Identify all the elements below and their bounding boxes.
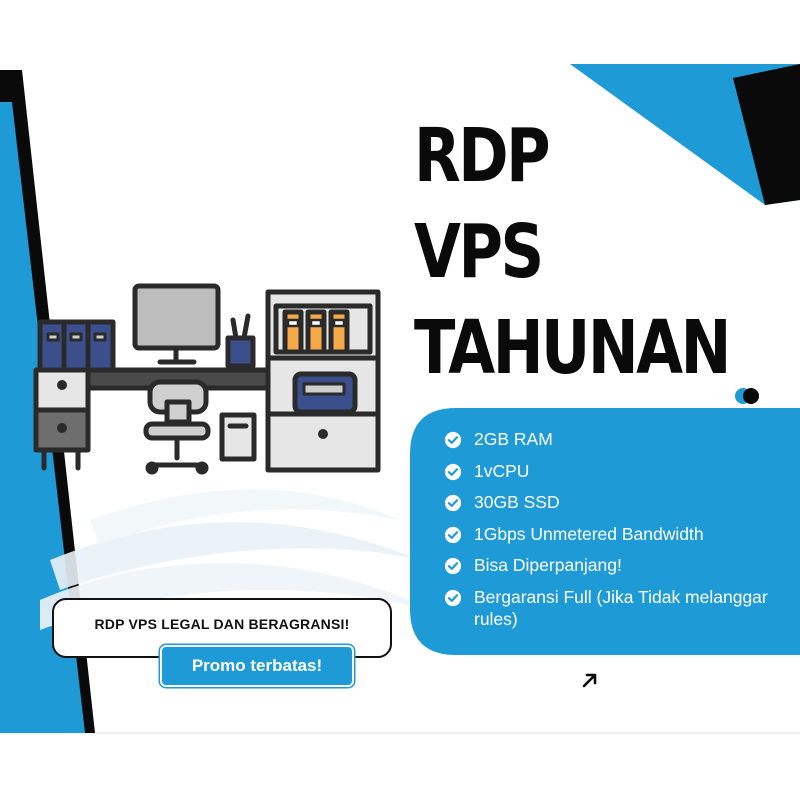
feature-label: Bisa Diperpanjang! [474,555,622,575]
check-circle-icon [444,494,462,512]
feature-item: 30GB SSD [444,491,784,513]
feature-item: 1Gbps Unmetered Bandwidth [444,523,784,545]
feature-label: 1Gbps Unmetered Bandwidth [474,523,704,544]
arrow-up-right-icon [582,673,597,688]
features-panel [410,408,800,655]
feature-label: 1vCPU [474,460,530,481]
top-right-dark-triangle [733,64,800,205]
legal-banner: RDP VPS LEGAL DAN BERAGRANSI! [52,598,392,658]
office-desk-illustration [33,283,381,475]
legal-text: RDP VPS LEGAL DAN BERAGRANSI! [94,616,350,632]
feature-label: 30GB SSD [474,492,560,512]
headline: RDP VPS TAHUNAN [414,108,731,396]
feature-list: 2GB RAM 1vCPU 30GB SSD 1Gbps Unmetered B… [444,428,784,639]
feature-item: Bisa Diperpanjang! [444,554,784,576]
feature-item: 2GB RAM [444,428,784,450]
headline-line-3: TAHUNAN [414,305,731,391]
headline-line-2: VPS [414,209,544,295]
feature-item: 1vCPU [444,460,784,482]
check-circle-icon [444,526,462,543]
check-circle-icon [444,431,462,449]
promo-button[interactable]: Promo terbatas! [160,645,354,687]
check-circle-icon [444,589,462,606]
decor-dot-dark [743,388,759,404]
headline-line-1: RDP [414,113,551,199]
check-circle-icon [444,463,462,480]
feature-label: Bergaransi Full (Jika Tidak melanggar ru… [474,586,768,629]
check-circle-icon [444,557,462,575]
feature-item: Bergaransi Full (Jika Tidak melanggar ru… [444,586,784,630]
feature-label: 2GB RAM [474,429,553,449]
